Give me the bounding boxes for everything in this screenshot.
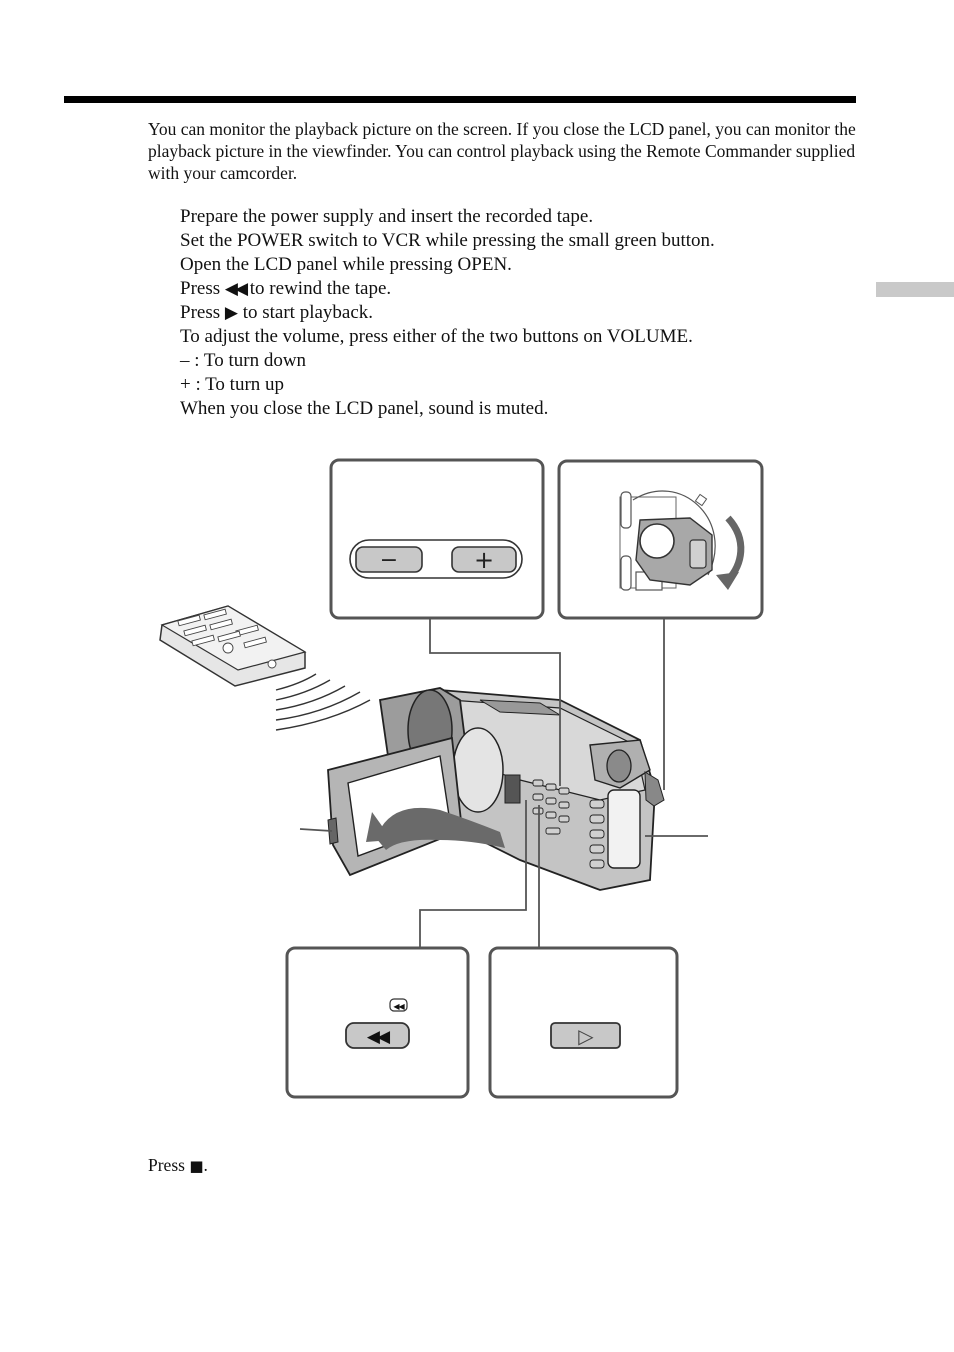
rewind-icon: ◀◀: [224, 279, 248, 298]
volume-minus-button: [355, 546, 423, 573]
step-4-post: to rewind the tape.: [245, 278, 392, 299]
step-list: Prepare the power supply and insert the …: [180, 205, 880, 421]
step-5-post: to start playback.: [237, 302, 374, 323]
step-4: Press ◀◀ to rewind the tape.: [180, 277, 880, 301]
stop-icon: ■: [189, 1157, 204, 1175]
play-icon: ▶: [224, 303, 238, 322]
minus-icon: −: [380, 548, 398, 573]
step-2: Set the POWER switch to VCR while pressi…: [180, 230, 715, 251]
step-6: To adjust the volume, press either of th…: [180, 326, 693, 347]
step-7: – : To turn down: [180, 350, 307, 371]
callout-leader-lines: [299, 618, 708, 948]
rewind-small-icon: ◀◀: [393, 1002, 405, 1011]
stop-pre: Press: [148, 1155, 190, 1175]
rewind-button: [345, 1022, 410, 1049]
stop-instruction: Press ■.: [148, 1155, 208, 1176]
step-5-pre: Press: [180, 302, 225, 323]
volume-callout: [329, 458, 545, 620]
camcorder-illustration: [327, 687, 665, 891]
chapter-tab: [876, 282, 954, 297]
stop-post: .: [203, 1155, 208, 1175]
step-3: Open the LCD panel while pressing OPEN.: [180, 254, 512, 275]
remote-commander-illustration: [159, 605, 307, 687]
step-9: When you close the LCD panel, sound is m…: [180, 398, 549, 419]
play-button-icon: ▷: [578, 1024, 594, 1048]
step-8: + : To turn up: [180, 374, 285, 395]
step-5: Press ▶ to start playback.: [180, 301, 880, 325]
intro-paragraph: You can monitor the playback picture on …: [148, 119, 856, 183]
section-rule: [64, 96, 856, 103]
step-1: Prepare the power supply and insert the …: [180, 206, 594, 227]
play-button: [550, 1022, 621, 1049]
volume-plus-button: [451, 546, 517, 573]
ir-signal-waves: [275, 673, 371, 731]
rewind-small-icon-frame: [389, 998, 408, 1012]
plus-icon: +: [474, 546, 494, 574]
step-4-pre: Press: [180, 278, 225, 299]
power-switch-icon: [619, 490, 745, 591]
